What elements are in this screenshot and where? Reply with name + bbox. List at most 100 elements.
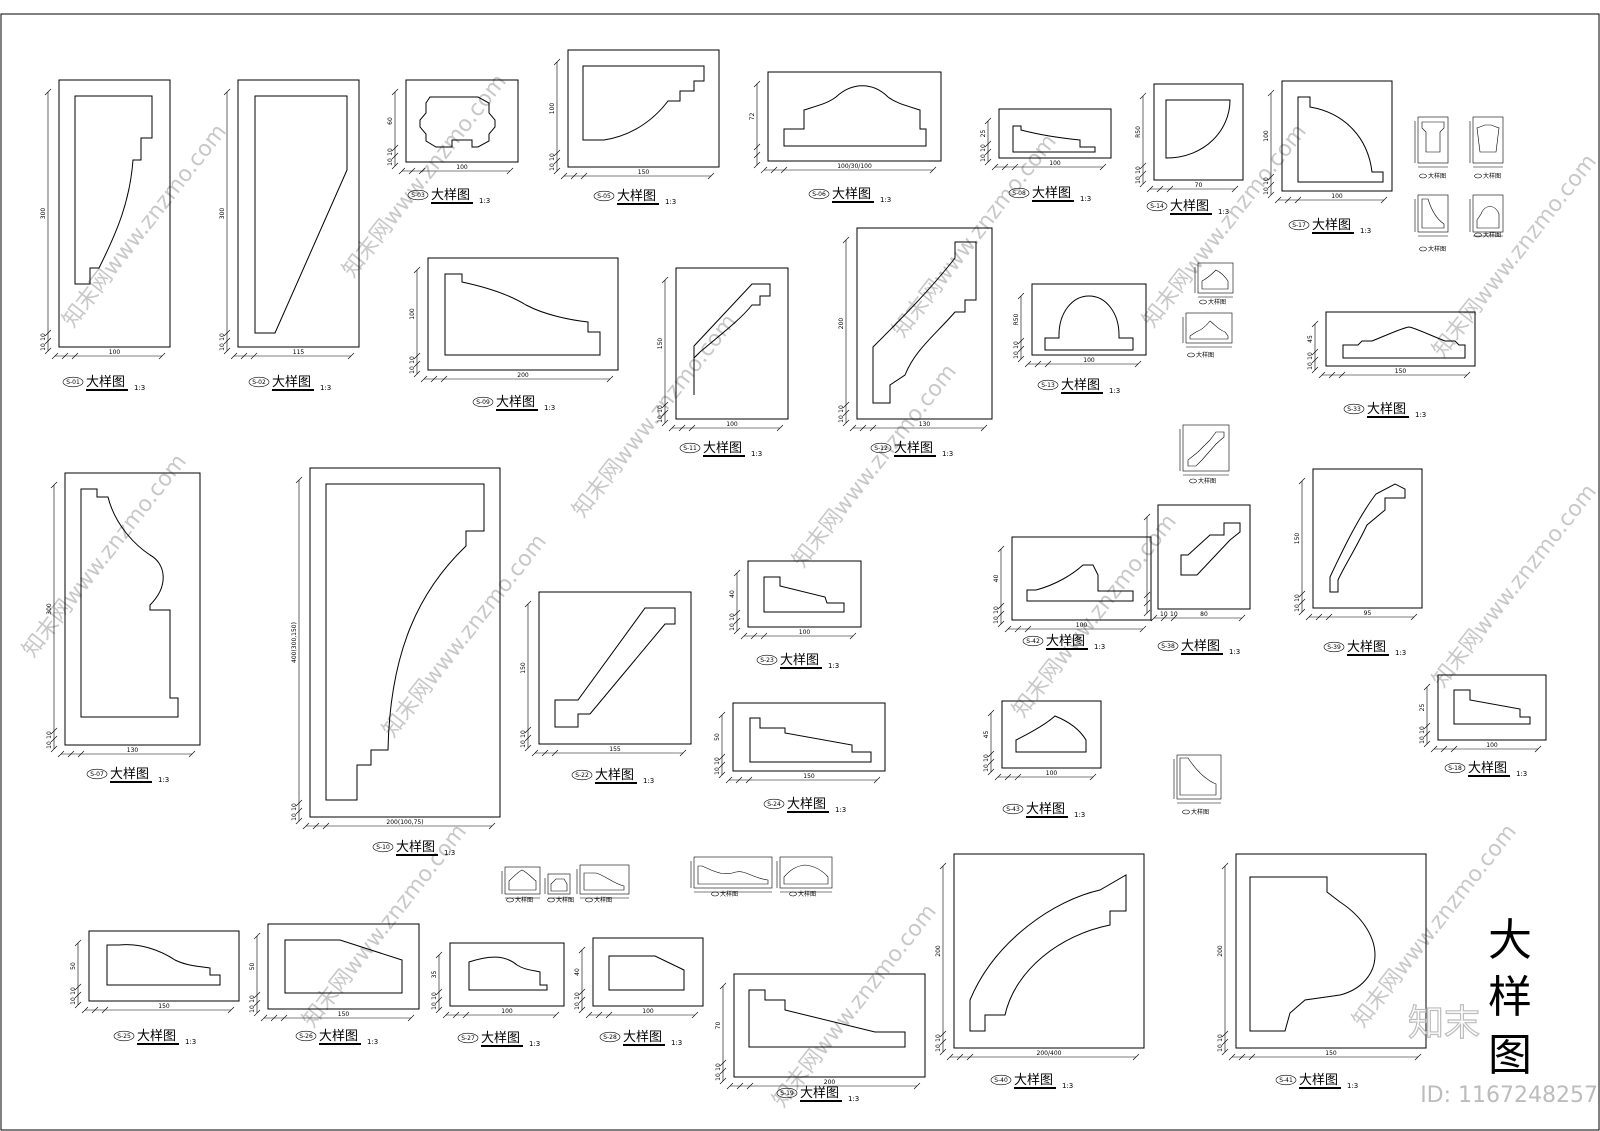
- detail-code: S-09: [476, 399, 490, 406]
- dimension-tick: [1160, 614, 1168, 622]
- dimension-tick: [407, 1014, 415, 1022]
- dimension-tick: [435, 988, 443, 996]
- dimension-small-text: 10: [387, 148, 394, 156]
- dimension-tick: [661, 419, 669, 427]
- profile-outline: [748, 989, 906, 1048]
- detail-code-bubble: [407, 189, 429, 201]
- profile-outline: [1165, 99, 1231, 159]
- dimension-horizontal-text: 200(100,75): [386, 819, 423, 826]
- dimension-tick: [1150, 614, 1158, 622]
- dimension-tick: [776, 424, 784, 432]
- dimension-tick: [1450, 745, 1458, 753]
- dimension-tick: [719, 1067, 727, 1075]
- watermark-diagonal-text: 知末网www.znzmo.com: [788, 360, 962, 573]
- detail-code-bubble: [1288, 219, 1310, 231]
- dimension-tick: [735, 776, 743, 784]
- detail-scale: 1:3: [942, 450, 953, 458]
- detail-scale: 1:3: [671, 1039, 682, 1047]
- dimension-tick: [71, 352, 79, 360]
- thumbnail-label: 大样图: [556, 896, 574, 904]
- thumbnail-profile: [1476, 124, 1500, 153]
- detail-frame: [405, 79, 519, 163]
- detail-code-bubble: [1275, 1074, 1297, 1086]
- detail-code: S-10: [376, 844, 390, 851]
- detail-code-bubble: [593, 190, 615, 202]
- dimension-tick: [44, 329, 52, 337]
- profile-outline: [1044, 295, 1134, 351]
- dimension-tick: [1294, 196, 1302, 204]
- detail-title: 大样图: [832, 187, 871, 202]
- dimension-tick: [158, 352, 166, 360]
- dimension-small-text: 10: [291, 813, 298, 821]
- dimension-tick: [1463, 371, 1471, 379]
- dimension-tick: [929, 166, 937, 174]
- dimension-small-text: 10: [729, 613, 736, 621]
- dimension-tick: [770, 166, 778, 174]
- dimension-tick: [408, 167, 416, 175]
- dimension-tick: [223, 88, 231, 96]
- profile-outline: [1180, 522, 1241, 576]
- dimension-tick: [1132, 1053, 1140, 1061]
- detail-scale: 1:3: [751, 450, 762, 458]
- thumbnail-frame: [504, 866, 541, 895]
- dimension-tick: [1325, 613, 1333, 621]
- profile-outline: [1342, 326, 1466, 359]
- thumbnail-label: 大样图: [1483, 172, 1501, 180]
- thumbnail-profile: [1476, 206, 1500, 229]
- detail-code-bubble: [571, 769, 593, 781]
- dimension-tick: [1440, 745, 1448, 753]
- dimension-tick: [295, 807, 303, 815]
- dimension-horizontal-text: 70: [1195, 182, 1203, 189]
- dimension-tick: [435, 996, 443, 1004]
- detail-code-bubble: [1444, 762, 1466, 774]
- dimension-tick: [707, 172, 715, 180]
- detail-code-bubble: [763, 798, 785, 810]
- dimension-small-text: 10: [291, 803, 298, 811]
- detail-frame: [237, 79, 360, 348]
- detail-frame: [427, 257, 619, 371]
- dimension-tick: [524, 734, 532, 742]
- dimension-tick: [223, 337, 231, 345]
- dimension-small-text: 10: [714, 757, 721, 765]
- dimension-tick: [753, 143, 761, 151]
- detail-code-bubble: [248, 376, 270, 388]
- detail-scale: 1:3: [1094, 643, 1105, 651]
- dimension-small-text: 10: [1263, 187, 1270, 195]
- dimension-tick: [725, 776, 733, 784]
- dimension-tick: [580, 172, 588, 180]
- dimension-vertical-text: 200: [1217, 945, 1224, 957]
- thumbnail-frame: [1417, 116, 1449, 164]
- detail-title: 大样图: [1347, 640, 1386, 655]
- thumbnail-frame: [1417, 194, 1449, 233]
- dimension-tick: [1143, 591, 1151, 599]
- dimension-tick: [44, 88, 52, 96]
- detail-scale: 1:3: [1074, 811, 1085, 819]
- dimension-tick: [1311, 356, 1319, 364]
- dimension-horizontal-text: 200/400: [1037, 1050, 1062, 1057]
- thumbnail-profile: [1189, 320, 1229, 340]
- dimension-tick: [1089, 773, 1097, 781]
- dimension-small-text: 10: [249, 1005, 256, 1013]
- dimension-horizontal-text: 200: [517, 372, 529, 379]
- detail-frame: [747, 560, 862, 628]
- profile-outline: [1012, 125, 1096, 153]
- dimension-vertical-text: 40: [729, 590, 736, 598]
- dimension-horizontal-text: 115: [293, 349, 305, 356]
- dimension-tick: [1238, 1053, 1246, 1061]
